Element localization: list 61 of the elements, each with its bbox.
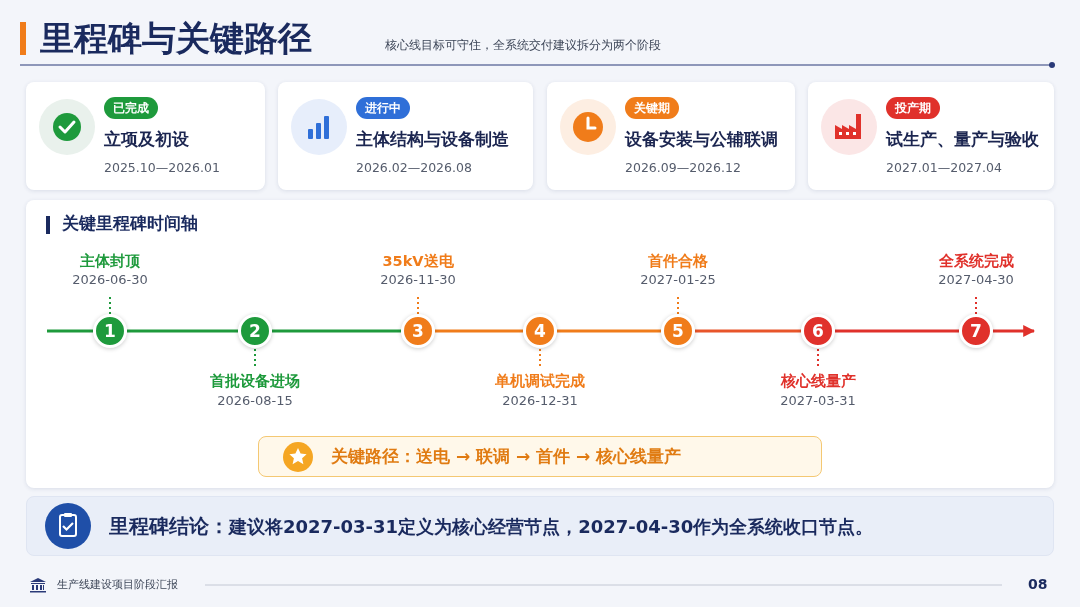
timeline-segment xyxy=(835,329,959,333)
milestone-date: 2026-12-31 xyxy=(502,393,578,408)
status-badge: 进行中 xyxy=(356,97,410,119)
milestone-circle xyxy=(661,314,695,348)
critical-path-box xyxy=(258,436,822,477)
milestone-circle xyxy=(401,314,435,348)
phase-card xyxy=(547,82,795,190)
status-badge: 已完成 xyxy=(104,97,158,119)
milestone-name: 35kV送电 xyxy=(382,252,454,271)
phase-title: 试生产、量产与验收 xyxy=(886,128,1039,151)
milestone-circle xyxy=(801,314,835,348)
milestone-date: 2026-08-15 xyxy=(217,393,293,408)
milestone-date: 2027-04-30 xyxy=(938,272,1014,287)
milestone-name: 首批设备进场 xyxy=(210,372,300,391)
milestone-date: 2026-11-30 xyxy=(380,272,456,287)
milestone-date: 2027-01-25 xyxy=(640,272,716,287)
milestone-number: 6 xyxy=(812,321,824,341)
subtitle: 核心线目标可守住，全系统交付建议拆分为两个阶段 xyxy=(385,37,661,54)
milestone-date: 2026-06-30 xyxy=(72,272,148,287)
date-range: 2026.02—2026.08 xyxy=(356,160,472,175)
milestone-name: 单机调试完成 xyxy=(495,372,585,391)
critical-path-text: 关键路径：送电 → 联调 → 首件 → 核心线量产 xyxy=(331,445,682,468)
milestone-circle xyxy=(93,314,127,348)
phase-card xyxy=(26,82,265,190)
timeline-segment xyxy=(127,329,238,333)
milestone-number: 2 xyxy=(249,321,261,341)
panel-heading: 关键里程碑时间轴 xyxy=(62,213,198,235)
milestone-circle xyxy=(959,314,993,348)
phase-card xyxy=(278,82,533,190)
status-badge: 关键期 xyxy=(625,97,679,119)
date-range: 2027.01—2027.04 xyxy=(886,160,1002,175)
timeline-panel xyxy=(26,200,1054,488)
milestone-circle xyxy=(238,314,272,348)
status-badge: 投产期 xyxy=(886,97,940,119)
milestone-circle xyxy=(523,314,557,348)
milestone-number: 1 xyxy=(104,321,116,341)
milestone-name: 首件合格 xyxy=(648,252,708,271)
timeline-segment xyxy=(272,329,401,333)
footer-text: 生产线建设项目阶段汇报 xyxy=(57,578,178,592)
milestone-number: 3 xyxy=(412,321,424,341)
timeline-segment xyxy=(993,325,1036,337)
milestone-number: 4 xyxy=(534,321,546,341)
conclusion-text: 里程碑结论：建议将2027-03-31定义为核心经营节点，2027-04-30作为全系统收口节点。 xyxy=(109,512,874,540)
page-number: 08 xyxy=(1028,576,1048,592)
timeline-segment xyxy=(695,329,801,333)
phase-card xyxy=(808,82,1054,190)
date-range: 2026.09—2026.12 xyxy=(625,160,741,175)
timeline-segment xyxy=(435,329,523,333)
conclusion-box xyxy=(26,496,1054,556)
date-range: 2025.10—2026.01 xyxy=(104,160,220,175)
milestone-name: 全系统完成 xyxy=(938,252,1014,271)
phase-title: 立项及初设 xyxy=(104,128,189,151)
phase-title: 设备安装与公辅联调 xyxy=(625,128,778,151)
milestone-number: 5 xyxy=(672,321,684,341)
milestone-number: 7 xyxy=(970,321,982,341)
page-title: 里程碑与关键路径 xyxy=(40,17,312,60)
timeline-segment xyxy=(557,329,661,333)
phase-title: 主体结构与设备制造 xyxy=(356,128,509,151)
milestone-date: 2027-03-31 xyxy=(780,393,856,408)
milestone-name: 主体封顶 xyxy=(80,252,140,271)
milestone-name: 核心线量产 xyxy=(780,372,856,391)
